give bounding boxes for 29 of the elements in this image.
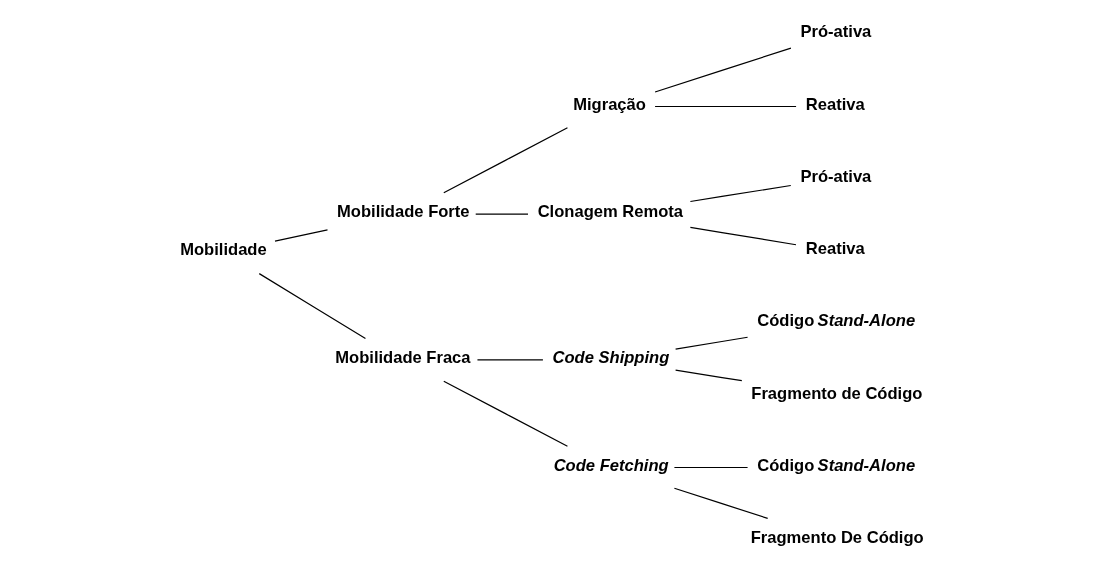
node-text: Pró-ativa bbox=[799, 22, 871, 42]
node-text: Clonagem Remota bbox=[537, 202, 683, 222]
node-text: Código Stand-Alone bbox=[756, 311, 915, 331]
node-text: Code Fetching bbox=[553, 455, 669, 475]
node-text: Reativa bbox=[805, 239, 865, 259]
node-text: Reativa bbox=[805, 94, 865, 114]
node-text: Mobilidade bbox=[179, 240, 267, 260]
connector bbox=[673, 466, 748, 469]
connector bbox=[258, 273, 366, 340]
connector bbox=[674, 336, 748, 350]
connector bbox=[273, 229, 328, 242]
node-text: Código Stand-Alone bbox=[756, 455, 915, 475]
connector bbox=[654, 47, 791, 93]
connector bbox=[442, 380, 568, 447]
node-text: Fragmento de Código bbox=[750, 383, 922, 403]
connector bbox=[689, 184, 791, 203]
connector bbox=[654, 105, 797, 108]
node-text: Mobilidade Fraca bbox=[334, 347, 471, 367]
node-text: Pró-ativa bbox=[799, 166, 871, 186]
connector bbox=[673, 487, 768, 519]
node-text: Code Shipping bbox=[551, 347, 669, 367]
node-text: Mobilidade Forte bbox=[336, 202, 470, 222]
connector bbox=[474, 213, 529, 215]
connector bbox=[689, 226, 797, 246]
node-text: Migração bbox=[572, 94, 646, 114]
connector bbox=[674, 369, 742, 382]
connector bbox=[442, 127, 568, 194]
node-text: Fragmento De Código bbox=[750, 527, 924, 547]
connector bbox=[476, 359, 543, 361]
